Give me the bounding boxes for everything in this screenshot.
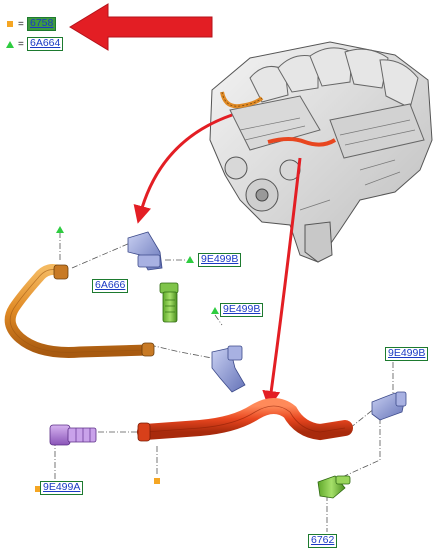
upper-clamp-top[interactable]	[127, 231, 163, 271]
pointer-arrow-icon	[69, 3, 213, 51]
pointer-arrow-upper-hose-icon	[133, 113, 233, 224]
lower-clamp-left[interactable]	[49, 424, 97, 446]
triangle-marker-icon	[56, 226, 64, 233]
callout-lower-connector[interactable]: 6762	[308, 534, 338, 548]
callout-upper-connector[interactable]: 6A666	[92, 279, 129, 293]
triangle-marker-icon	[186, 256, 194, 263]
callout-upper-clamp-top[interactable]: 9E499B	[198, 253, 242, 267]
leader-lines	[54, 232, 394, 532]
triangle-marker-icon	[211, 307, 219, 314]
lower-coolant-hose	[137, 398, 353, 441]
legend-square-equals: =	[18, 19, 24, 30]
callout-lower-clamp-right[interactable]: 9E499B	[385, 347, 429, 361]
upper-clamp-right[interactable]	[211, 345, 246, 393]
upper-connector-tube[interactable]	[159, 282, 179, 323]
callout-lower-clamp-left[interactable]: 9E499A	[40, 481, 84, 495]
legend-triangle-icon	[6, 41, 14, 48]
engine-illustration	[209, 41, 433, 263]
square-marker-icon	[154, 478, 160, 484]
callout-upper-clamp-right[interactable]: 9E499B	[220, 303, 264, 317]
triangle-markers	[56, 226, 219, 314]
upper-hose-end-cap-right	[141, 342, 155, 357]
pointer-arrow-lower-hose-icon	[262, 157, 302, 409]
upper-hose-end-cap	[53, 264, 69, 280]
lower-connector-fitting[interactable]	[317, 475, 351, 499]
square-marker-icon	[35, 486, 41, 492]
lower-clamp-right[interactable]	[371, 391, 407, 421]
legend-triangle-equals: =	[18, 39, 24, 50]
legend-square-icon	[7, 21, 13, 27]
legend-label-6758[interactable]: 6758	[27, 17, 57, 31]
lower-hose-end-left	[137, 422, 151, 442]
legend-label-6A664[interactable]: 6A664	[27, 37, 64, 51]
